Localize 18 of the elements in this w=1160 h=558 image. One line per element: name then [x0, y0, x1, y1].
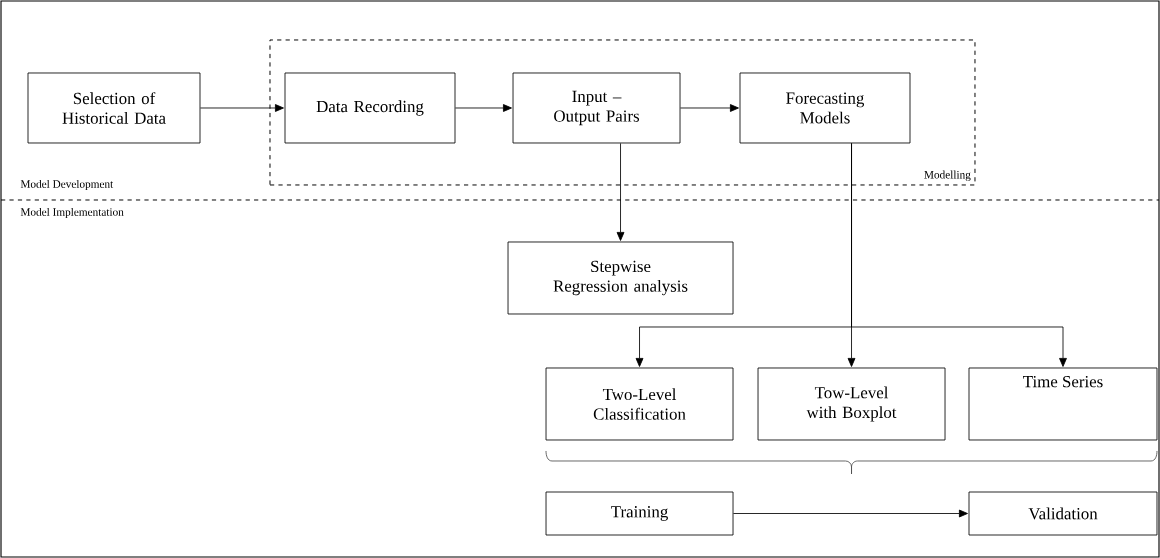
- process-box: Data Recording: [284, 72, 456, 144]
- process-box: Tow-Level with Boxplot: [757, 367, 946, 441]
- process-box: Selection of Historical Data: [27, 72, 201, 144]
- arrow: [616, 143, 625, 241]
- arrow: [200, 104, 284, 112]
- process-box: Forecasting Models: [739, 72, 911, 144]
- arrow: [680, 104, 739, 112]
- section-label: Model Implementation: [20, 207, 124, 219]
- process-box: Validation: [968, 491, 1158, 536]
- arrow: [455, 104, 512, 112]
- section-label: Model Development: [20, 179, 114, 191]
- arrow: [851, 143, 1067, 367]
- process-box: Time Series: [968, 367, 1158, 441]
- process-box: Training: [545, 491, 734, 536]
- process-box: Input – Output Pairs: [512, 72, 681, 144]
- process-box: Stepwise Regression analysis: [507, 241, 734, 315]
- process-box: Two-Level Classification: [545, 367, 734, 441]
- arrow: [733, 509, 968, 518]
